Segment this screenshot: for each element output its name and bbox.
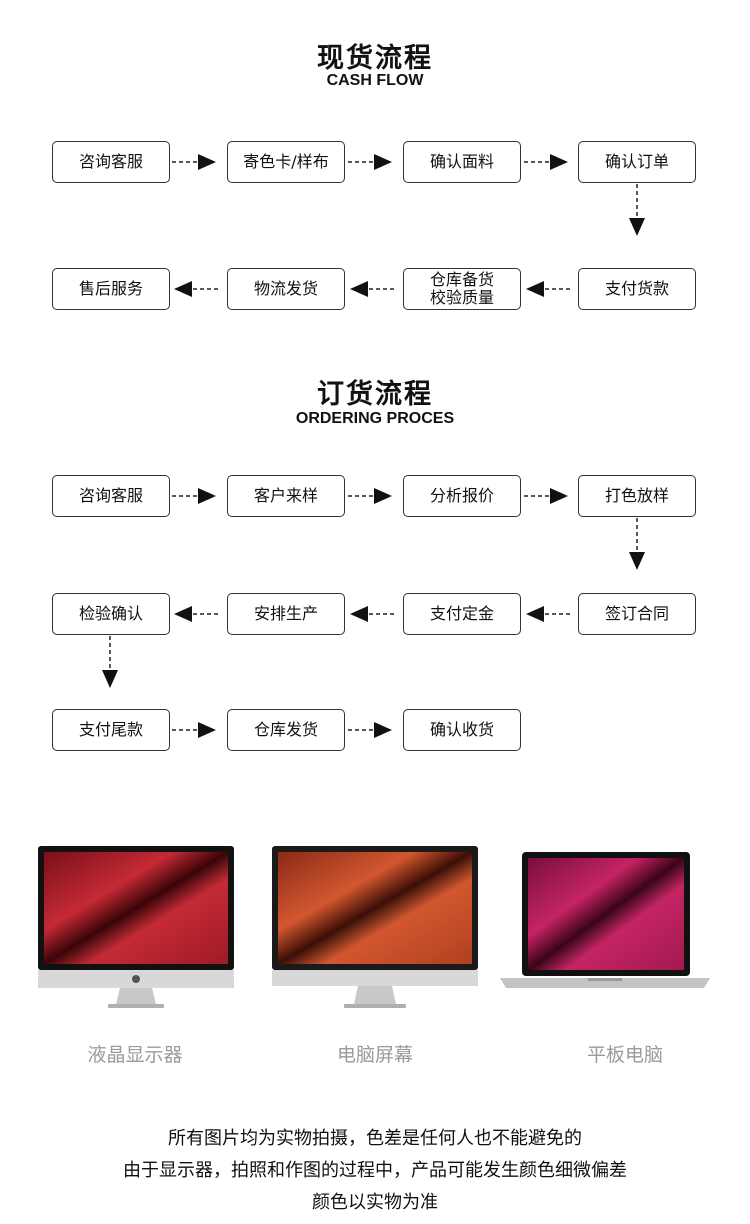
pc-monitor-image <box>272 846 478 1008</box>
ordering-title: 订货流程 <box>317 379 433 410</box>
order-customer-sample: 客户来样 <box>227 475 345 517</box>
step-send-color-card: 寄色卡/样布 <box>227 141 345 183</box>
order-arrange-production: 安排生产 <box>227 593 345 635</box>
arrow-right-icon <box>523 153 569 171</box>
cash-flow-subtitle: CASH FLOW <box>326 72 424 89</box>
tablet-laptop-image <box>500 852 710 988</box>
order-color-sample: 打色放样 <box>578 475 696 517</box>
arrow-down-icon <box>628 517 646 571</box>
order-consult-service: 咨询客服 <box>52 475 170 517</box>
step-confirm-fabric: 确认面料 <box>403 141 521 183</box>
arrow-left-icon <box>349 605 395 623</box>
label-lcd: 液晶显示器 <box>87 1044 183 1066</box>
order-pay-balance: 支付尾款 <box>52 709 170 751</box>
step-pay: 支付货款 <box>578 268 696 310</box>
arrow-left-icon <box>525 280 571 298</box>
step-warehouse-label: 仓库备货 <box>429 270 494 289</box>
step-consult-service: 咨询客服 <box>52 141 170 183</box>
arrow-right-icon <box>347 721 393 739</box>
label-pc: 电脑屏幕 <box>336 1044 413 1066</box>
step-logistics: 物流发货 <box>227 268 345 310</box>
order-inspect-confirm: 检验确认 <box>52 593 170 635</box>
arrow-down-icon <box>628 183 646 237</box>
step-quality-label: 校验质量 <box>429 288 494 307</box>
step-confirm-order: 确认订单 <box>578 141 696 183</box>
ordering-subtitle: ORDERING PROCES <box>295 410 455 427</box>
arrow-left-icon <box>349 280 395 298</box>
arrow-left-icon <box>173 605 219 623</box>
arrow-right-icon <box>171 153 217 171</box>
note-line-3: 颜色以实物为准 <box>312 1192 438 1213</box>
arrow-left-icon <box>173 280 219 298</box>
order-pay-deposit: 支付定金 <box>403 593 521 635</box>
cash-flow-title: 现货流程 <box>317 43 433 74</box>
arrow-right-icon <box>347 153 393 171</box>
arrow-right-icon <box>171 487 217 505</box>
flow-arrows <box>101 153 646 739</box>
step-after-sales: 售后服务 <box>52 268 170 310</box>
arrow-right-icon <box>171 721 217 739</box>
order-warehouse-ship: 仓库发货 <box>227 709 345 751</box>
note-line-2: 由于显示器，拍照和作图的过程中，产品可能发生颜色细微偏差 <box>123 1160 627 1181</box>
order-confirm-receipt: 确认收货 <box>403 709 521 751</box>
label-tablet: 平板电脑 <box>586 1044 663 1066</box>
order-analyze-quote: 分析报价 <box>403 475 521 517</box>
order-sign-contract: 签订合同 <box>578 593 696 635</box>
arrow-right-icon <box>523 487 569 505</box>
note-line-1: 所有图片均为实物拍摄，色差是任何人也不能避免的 <box>168 1128 582 1149</box>
lcd-monitor-image <box>38 846 234 1008</box>
arrow-down-icon <box>101 635 119 689</box>
arrow-right-icon <box>347 487 393 505</box>
step-warehouse-quality: 仓库备货 校验质量 <box>403 268 521 310</box>
arrow-left-icon <box>525 605 571 623</box>
